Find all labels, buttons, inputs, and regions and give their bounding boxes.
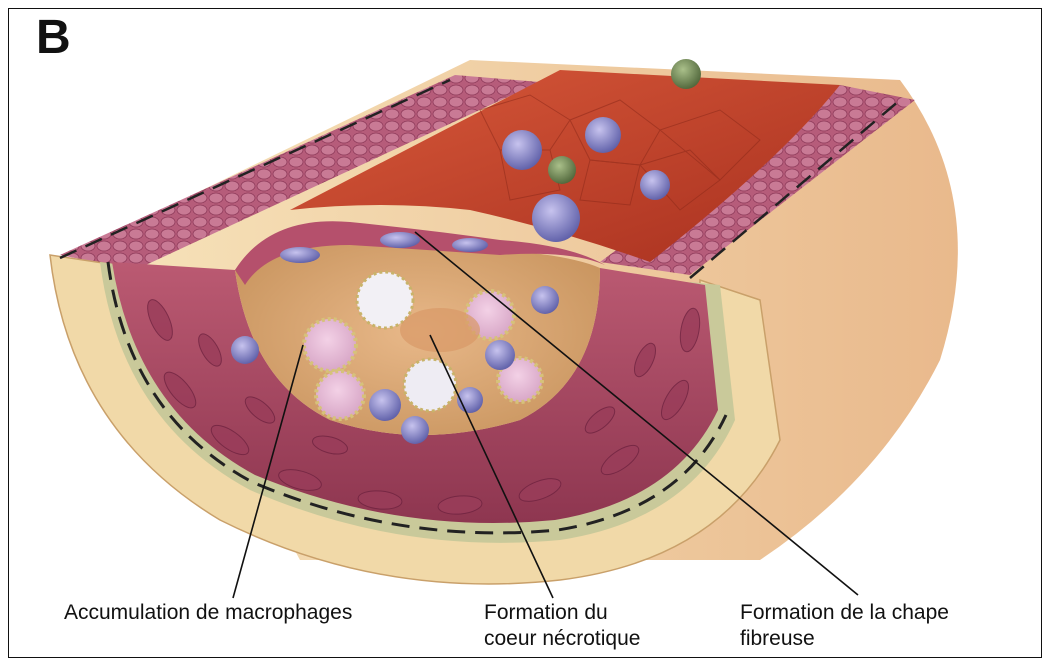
label-necrotic-line2: coeur nécrotique xyxy=(484,626,640,652)
label-necrotic-line1: Formation du xyxy=(484,600,640,626)
label-cap-line2: fibreuse xyxy=(740,626,949,652)
label-macrophages-text: Accumulation de macrophages xyxy=(64,601,352,624)
label-macrophages: Accumulation de macrophages xyxy=(64,600,352,626)
label-fibrous-cap: Formation de la chape fibreuse xyxy=(740,600,949,652)
label-cap-line1: Formation de la chape xyxy=(740,600,949,626)
label-necrotic-core: Formation du coeur nécrotique xyxy=(484,600,640,652)
